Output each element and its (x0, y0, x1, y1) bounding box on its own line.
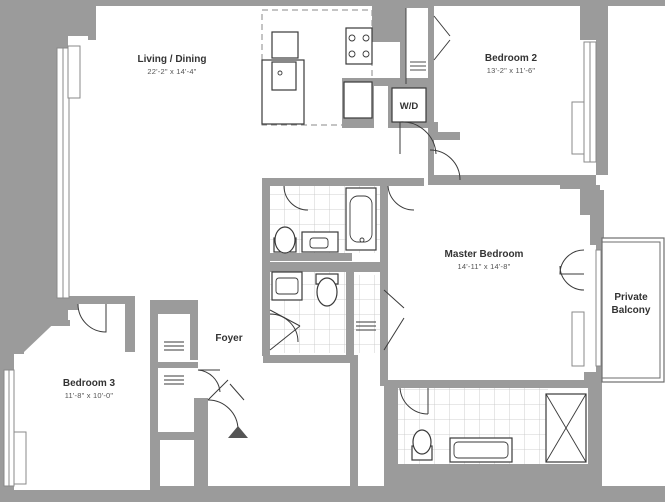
hall-bathroom (273, 185, 377, 254)
bedroom3-name: Bedroom 3 (63, 378, 116, 389)
living-dining-dims: 22'-2" x 14'-4" (147, 67, 196, 76)
kitchen-fixtures (261, 27, 373, 125)
second-bathroom (269, 271, 339, 351)
balcony-label-line1: Private (614, 292, 648, 303)
room-labels: Living / Dining 22'-2" x 14'-4" Bedroom … (63, 53, 651, 400)
master-bedroom-dims: 14'-11" x 14'-8" (458, 262, 511, 271)
master-closet (356, 289, 405, 351)
tile-floors (268, 183, 548, 464)
entry-arrow-icon (228, 426, 248, 438)
bedroom2-name: Bedroom 2 (485, 53, 538, 64)
master-bathroom (399, 387, 587, 463)
foyer-label: Foyer (215, 333, 242, 344)
master-bedroom-name: Master Bedroom (445, 249, 524, 260)
bedroom2-dims: 13'-2" x 11'-6" (487, 66, 536, 75)
bedroom3-dims: 11'-8" x 10'-0" (65, 391, 114, 400)
washer-dryer-closet (391, 87, 437, 155)
washer-dryer-label: W/D (400, 101, 419, 112)
bedroom2-closet (405, 8, 451, 84)
door-swings (77, 149, 585, 431)
balcony-rail (601, 237, 665, 383)
balcony-label-line2: Balcony (612, 305, 651, 316)
bedroom3-closet (158, 308, 221, 393)
windows (3, 41, 607, 487)
living-dining-name: Living / Dining (138, 54, 207, 65)
